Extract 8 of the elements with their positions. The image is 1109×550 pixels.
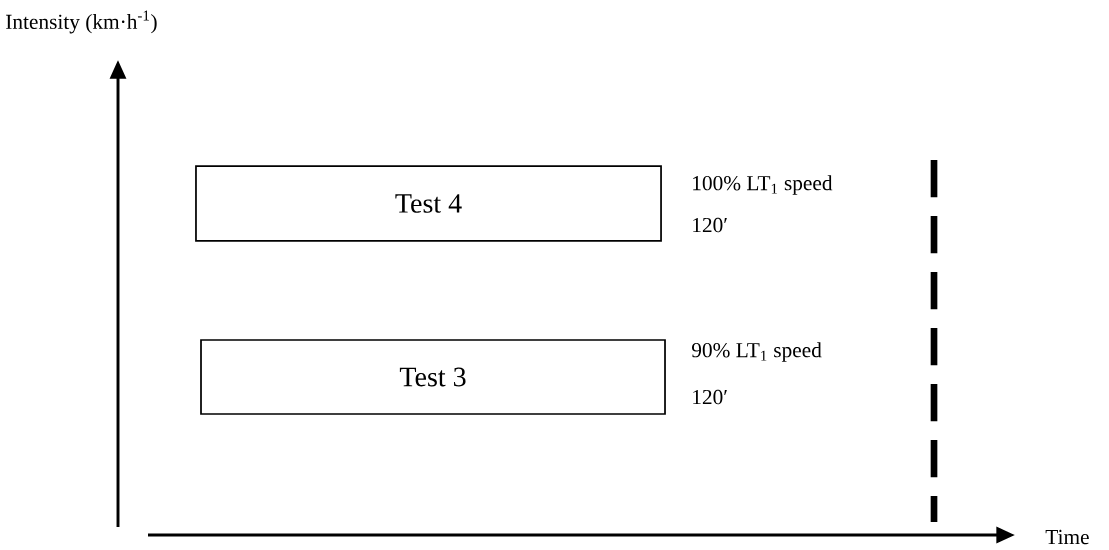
side-note: 100% LT$_{1}$ speed [693, 175, 833, 195]
side-note: 90% LT$_{1}$ speed [691, 342, 822, 362]
test-box: Test 4 [195, 165, 662, 242]
test-box: Test 3 [200, 339, 666, 415]
axis-label: Intensity (km·h$^{-1}$) [6, 10, 157, 34]
side-note: 120′ [693, 389, 727, 405]
side-note: 120′ [693, 217, 727, 233]
axis-label: Time [1045, 529, 1089, 545]
